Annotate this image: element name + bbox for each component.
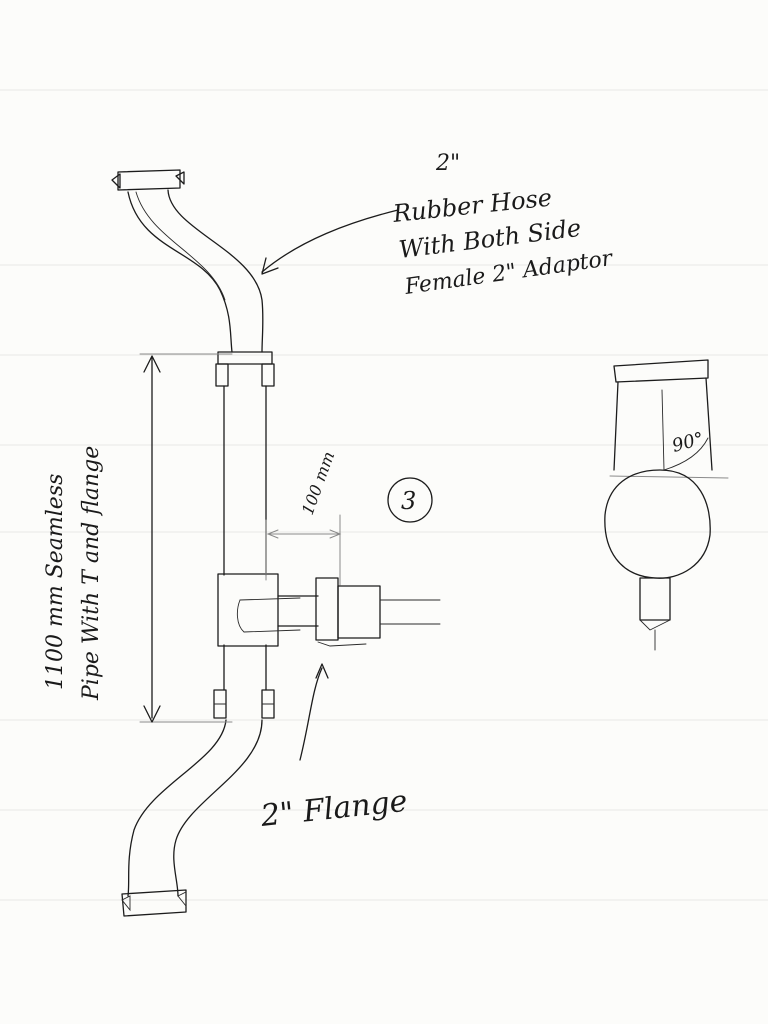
- lower-rubber-hose: [121, 719, 263, 917]
- side-view-detail: [604, 359, 729, 651]
- upper-adaptor: [215, 351, 275, 387]
- angle-label: 90°: [670, 428, 706, 457]
- length-dimension: [139, 353, 233, 723]
- pipe-note-line2: Pipe With T and flange: [79, 446, 104, 701]
- tee-fitting: [217, 573, 301, 647]
- flange-leader: [299, 663, 329, 761]
- detail-number: 3: [401, 487, 416, 515]
- lower-adaptor: [213, 689, 275, 719]
- upper-rubber-hose: [111, 169, 264, 353]
- pipe-note-line1: 1100 mm Seamless: [43, 474, 68, 690]
- side-flange: [277, 577, 441, 647]
- offset-dimension-label: 100 mm: [298, 449, 338, 517]
- seamless-pipe: [223, 385, 267, 691]
- offset-dimension: [265, 514, 342, 586]
- flange-label: 2" Flange: [258, 784, 409, 834]
- detail-marker-circle: [387, 477, 433, 523]
- hose-size-label: 2": [435, 151, 460, 176]
- hose-leader: [261, 209, 399, 275]
- paper-rules: [0, 89, 768, 901]
